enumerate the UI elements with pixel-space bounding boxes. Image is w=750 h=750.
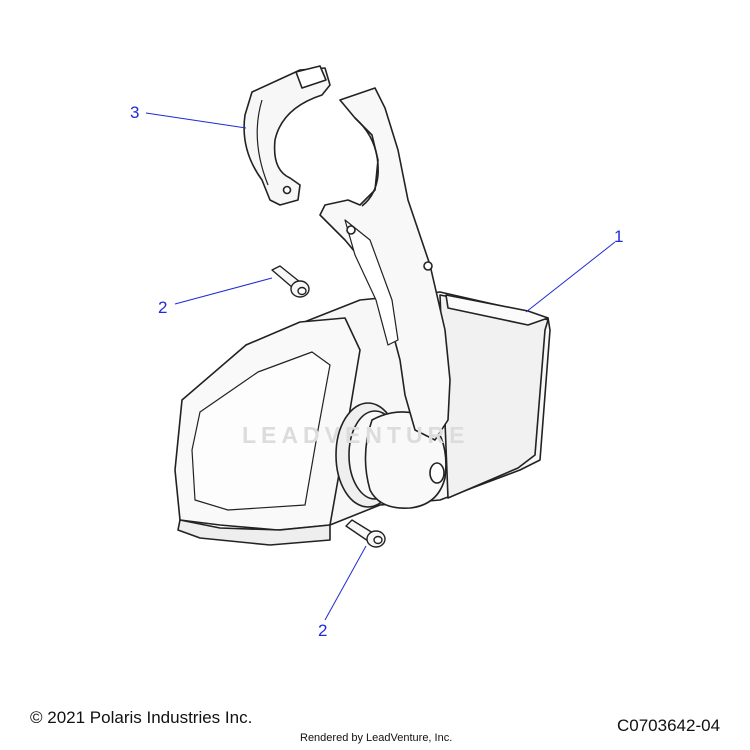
callout-1: 1: [614, 227, 624, 246]
watermark-text: LEADVENTURE: [242, 422, 470, 448]
leader-line-2-upper: [174, 277, 273, 305]
leader-line-3: [145, 112, 247, 129]
screw-upper: [271, 265, 310, 298]
mounting-arm: [319, 87, 451, 441]
rendered-by-text: Rendered by LeadVenture, Inc.: [300, 732, 453, 744]
callout-2-lower: 2: [318, 621, 328, 640]
screw-lower: [345, 519, 386, 548]
clamp-half: [243, 65, 331, 206]
callout-3: 3: [130, 103, 140, 122]
leader-lines: [145, 112, 616, 621]
handguard-body: [174, 291, 551, 546]
callout-2-upper: 2: [158, 298, 168, 317]
leader-line-2-lower: [324, 545, 367, 621]
leader-line-1: [525, 241, 616, 313]
diagram-code: C0703642-04: [617, 716, 721, 735]
copyright-text: © 2021 Polaris Industries Inc.: [30, 708, 253, 727]
